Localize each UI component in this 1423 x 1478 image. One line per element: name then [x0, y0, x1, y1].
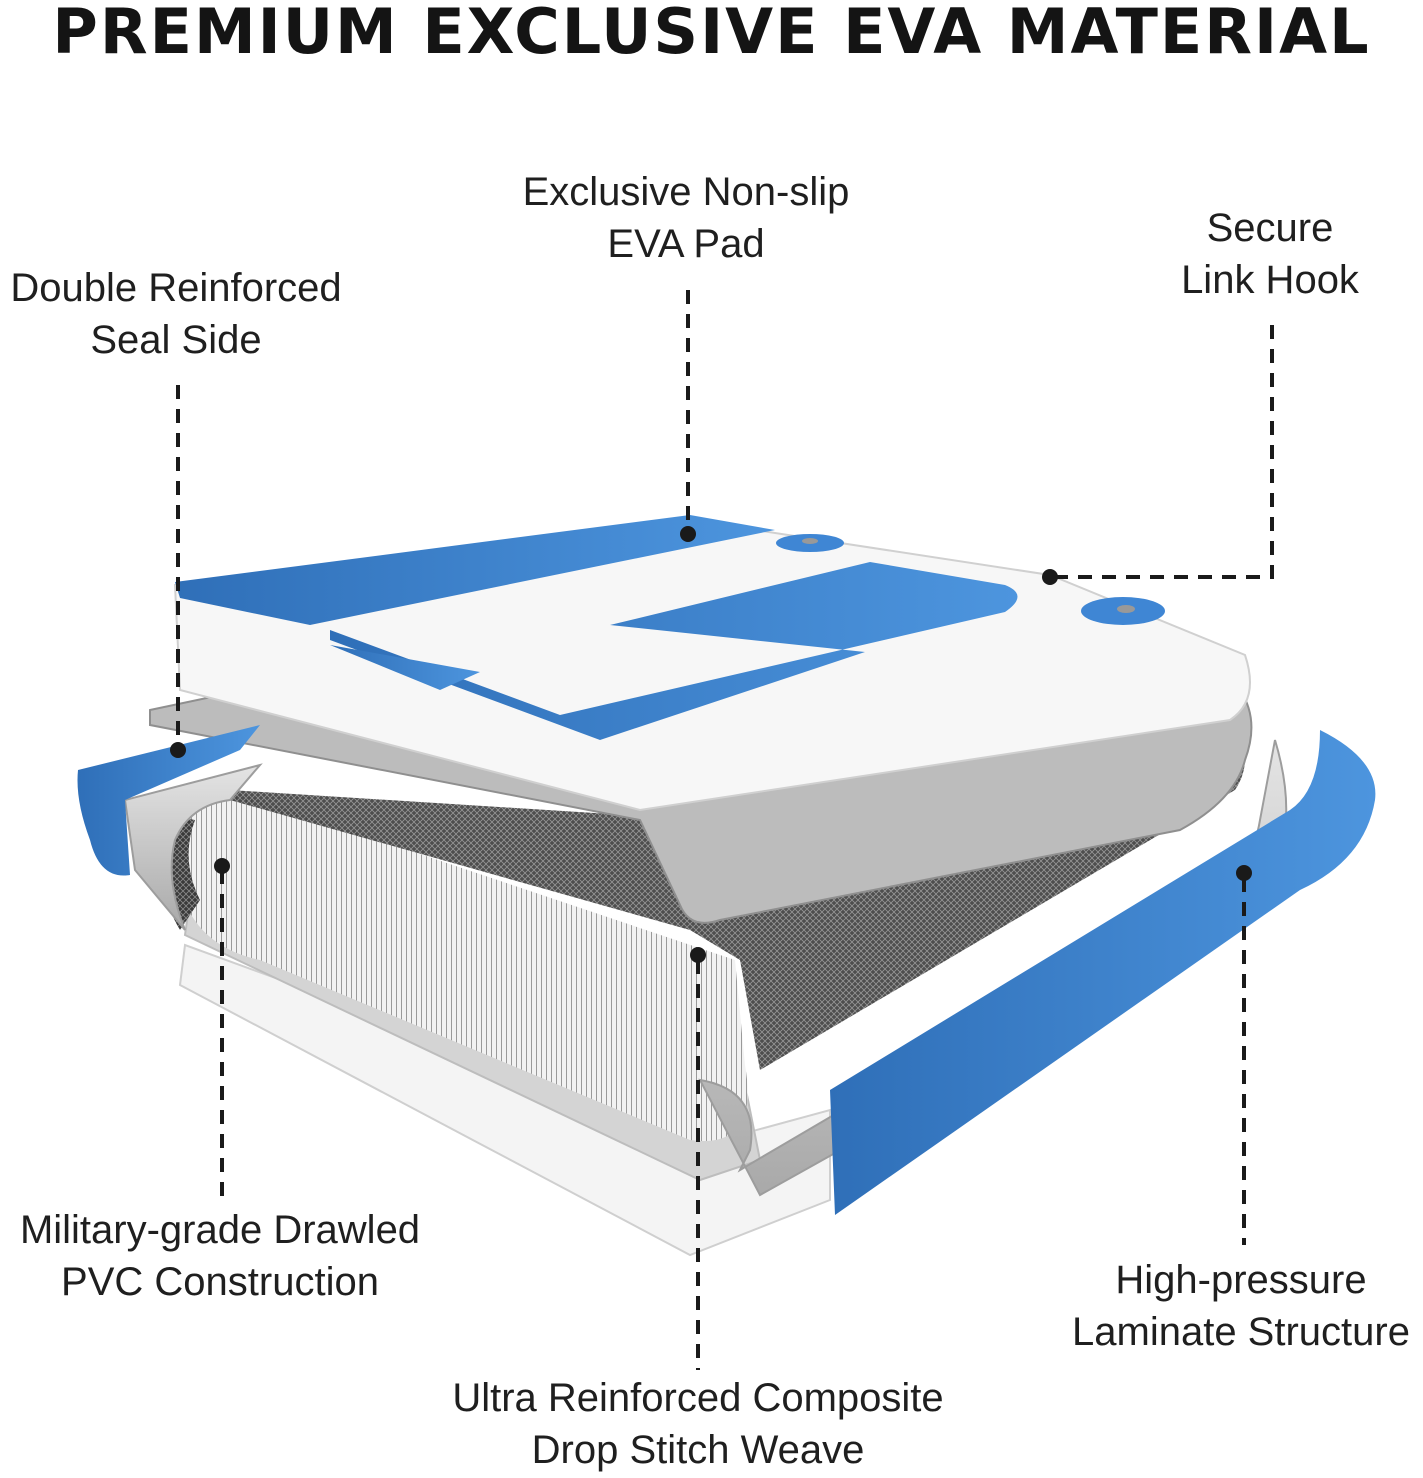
eva-blue-panel	[330, 562, 1018, 740]
callout-laminate: High-pressure Laminate Structure	[1060, 1254, 1422, 1358]
eva-blue-bottom	[330, 645, 480, 690]
leader-link-hook	[1055, 325, 1274, 579]
dot-laminate	[1236, 865, 1252, 881]
callout-link-hook-line1: Secure	[1206, 206, 1334, 250]
dot-link-hook	[1042, 569, 1058, 585]
callout-eva-pad-line2: EVA Pad	[607, 222, 765, 266]
base-pvc-layer	[178, 943, 831, 1257]
callout-seal-side-line1: Double Reinforced	[10, 266, 342, 310]
callout-link-hook: Secure Link Hook	[1150, 202, 1390, 306]
callout-drop-stitch-line2: Drop Stitch Weave	[531, 1428, 865, 1472]
eva-blue-stripe-top	[175, 515, 775, 625]
callout-laminate-line2: Laminate Structure	[1072, 1310, 1410, 1354]
blue-rail-right	[830, 730, 1376, 1215]
callout-seal-side: Double Reinforced Seal Side	[0, 262, 352, 366]
callout-drop-stitch-line1: Ultra Reinforced Composite	[452, 1376, 944, 1420]
callout-eva-pad: Exclusive Non-slip EVA Pad	[486, 166, 886, 270]
grey-wrap-left	[123, 763, 263, 931]
callout-drop-stitch: Ultra Reinforced Composite Drop Stitch W…	[420, 1372, 976, 1476]
callout-seal-side-line2: Seal Side	[90, 318, 262, 362]
callout-laminate-line1: High-pressure	[1115, 1258, 1367, 1302]
dot-eva-pad	[680, 526, 696, 542]
callout-link-hook-line2: Link Hook	[1181, 258, 1359, 302]
drop-stitch-core	[174, 790, 748, 1142]
dot-pvc	[214, 858, 230, 874]
callout-eva-pad-line1: Exclusive Non-slip	[522, 170, 850, 214]
callout-pvc-line1: Military-grade Drawled	[19, 1208, 421, 1252]
page-title: PREMIUM EXCLUSIVE EVA MATERIAL	[52, 0, 1371, 68]
blue-rail-left	[77, 725, 260, 876]
dot-seal-side	[170, 742, 186, 758]
callout-pvc: Military-grade Drawled PVC Construction	[0, 1204, 440, 1308]
callout-pvc-line2: PVC Construction	[61, 1260, 379, 1304]
dot-drop-stitch	[690, 947, 706, 963]
